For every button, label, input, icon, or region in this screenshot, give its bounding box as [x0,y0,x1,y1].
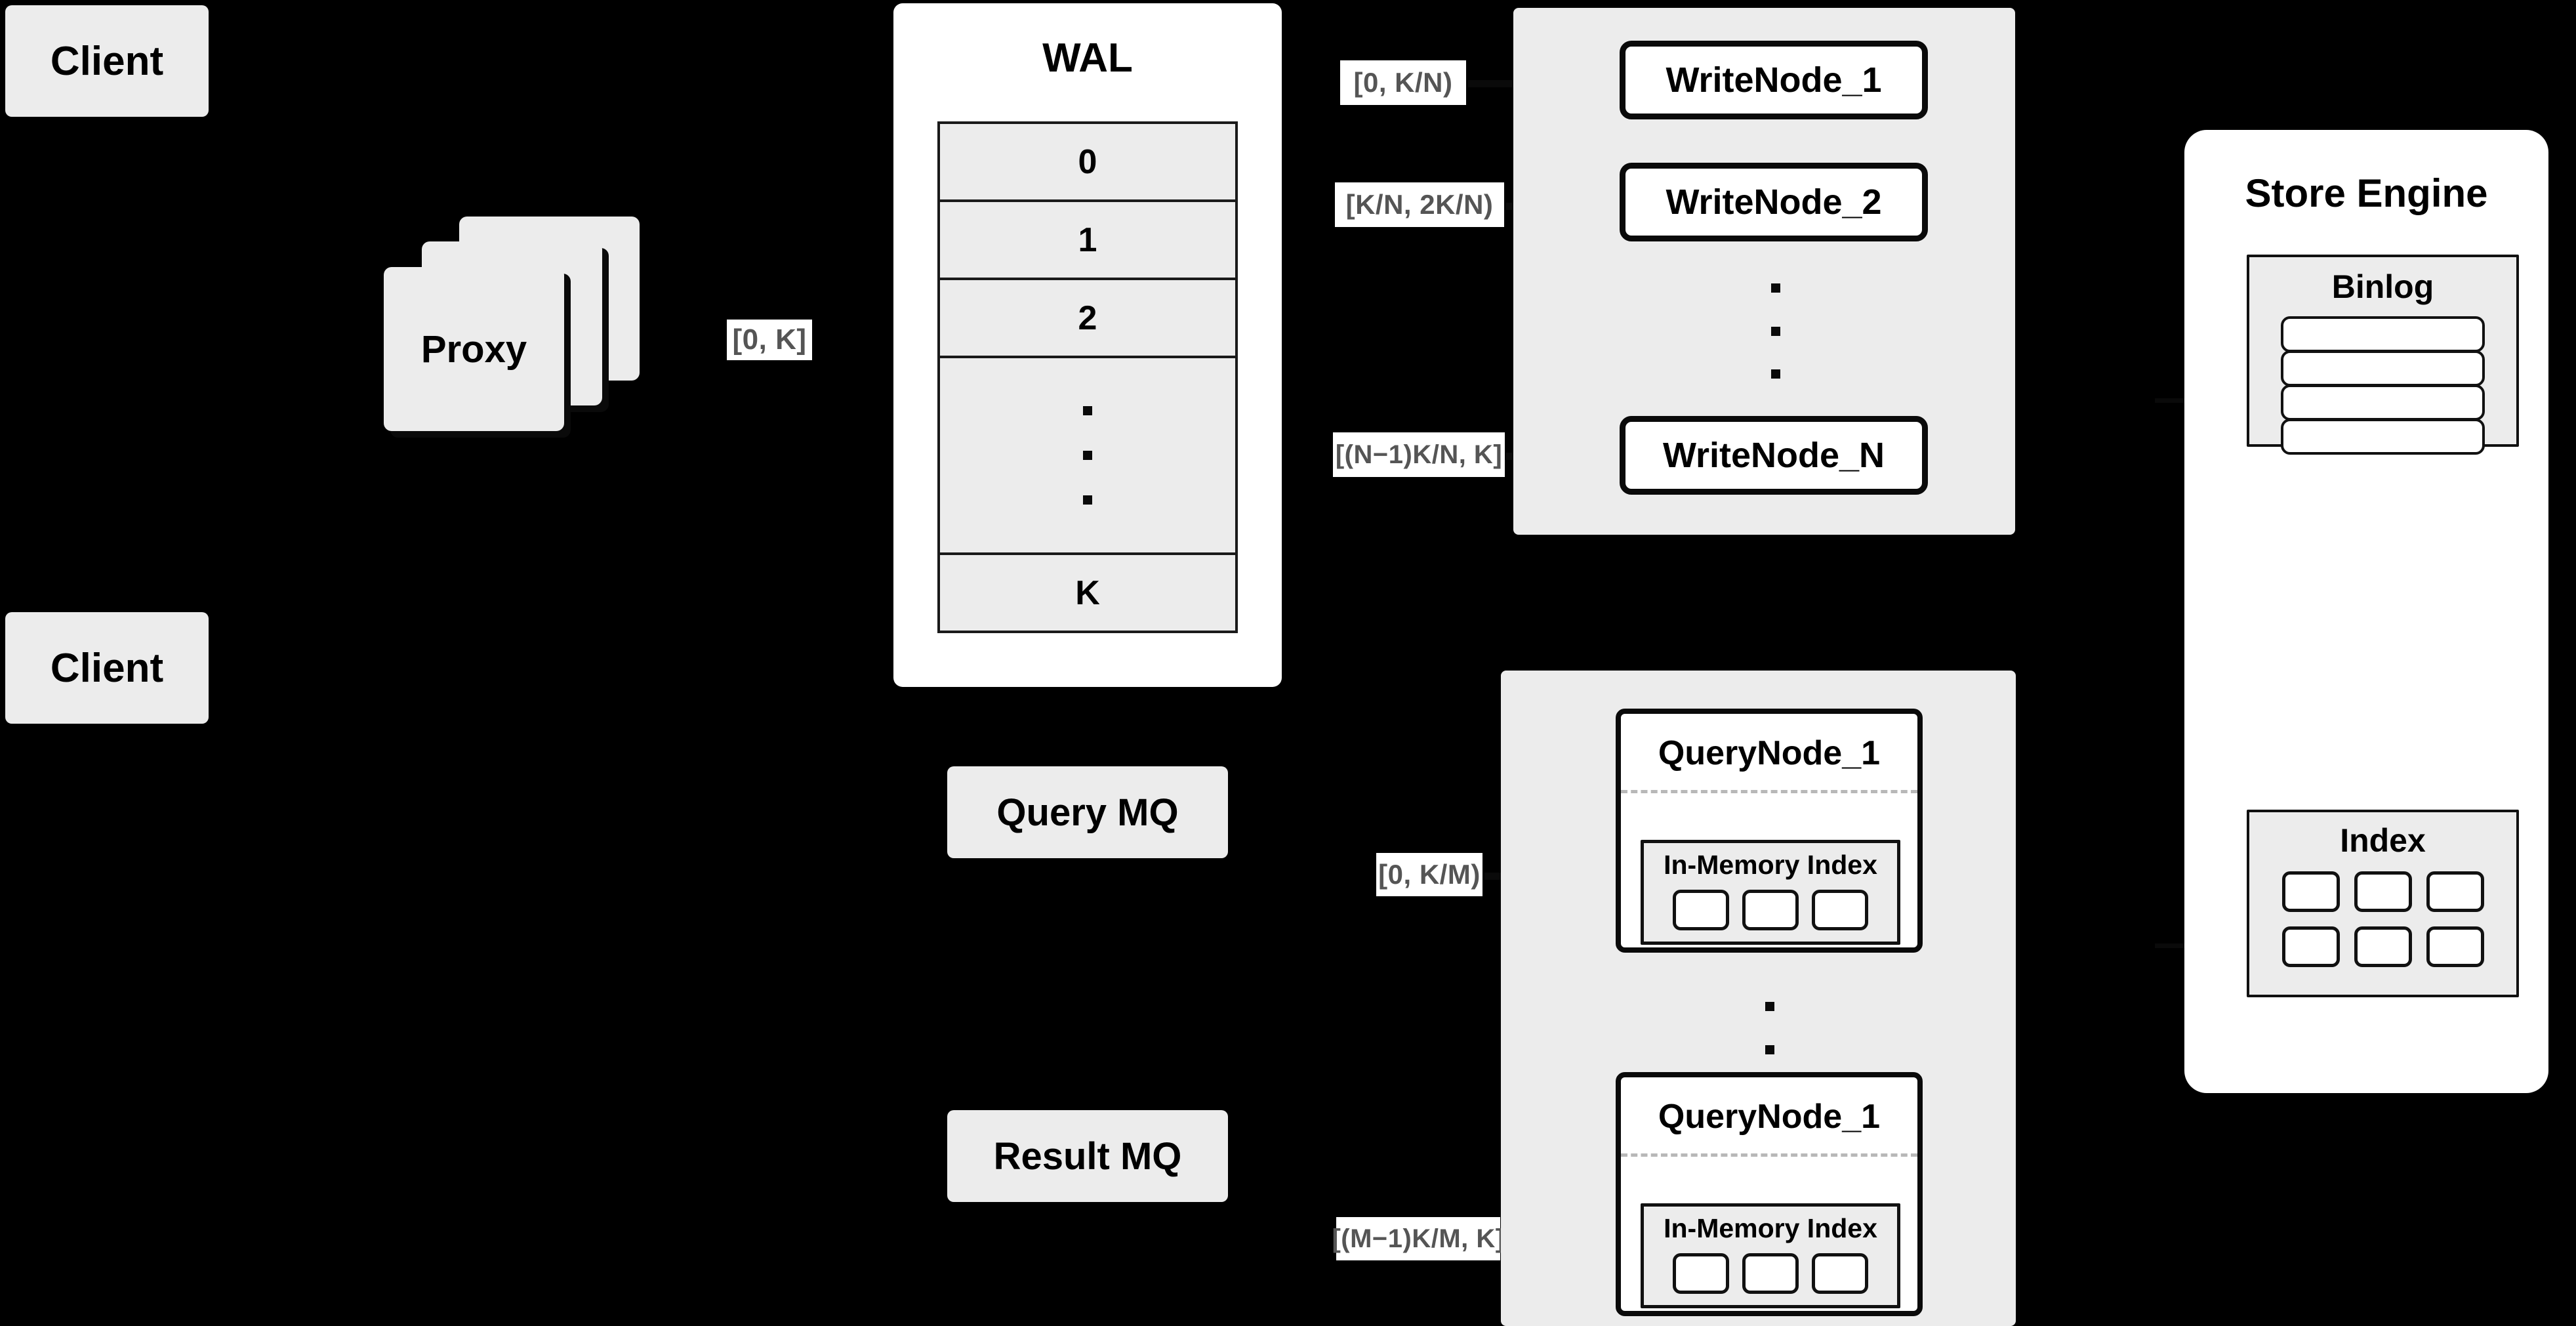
in-memory-index-2: In-Memory Index [1641,1203,1900,1308]
index-cell[interactable] [2426,871,2484,912]
query-mq-label: Query MQ [996,791,1179,834]
query-mq-box[interactable]: Query MQ [947,766,1228,858]
ellipsis-dot [1771,369,1780,379]
index-cell[interactable] [1742,890,1799,930]
result-mq-label: Result MQ [993,1134,1182,1178]
write-node-n[interactable]: WriteNode_N [1620,416,1928,495]
wal-cell-0[interactable]: 0 [937,121,1238,201]
arrow-shaft [2155,943,2194,948]
writenode-1-range-label: [0, K/N) [1340,60,1466,105]
index-panel: Index [2247,810,2519,997]
binlog-title: Binlog [2331,268,2434,305]
ellipsis-dot [1083,495,1092,505]
binlog-row[interactable] [2281,419,2485,455]
write-node-label: WriteNode_N [1662,436,1885,475]
ellipsis-dot [1765,1045,1774,1054]
index-title: Index [2340,822,2426,859]
index-cell[interactable] [1812,1253,1868,1294]
proxy-stack[interactable]: Proxy [384,217,679,431]
index-cell[interactable] [1673,890,1729,930]
result-mq-box[interactable]: Result MQ [947,1110,1228,1202]
store-engine-panel: Store Engine Binlog Index [2184,130,2548,1093]
wal-cell-ellipsis [937,357,1238,554]
proxy-card-front[interactable]: Proxy [384,267,564,431]
querynode-1-range-label: [0, K/M) [1376,853,1482,896]
write-node-group-panel: WriteNode_1 WriteNode_2 WriteNode_N [1513,8,2015,535]
client-label: Client [50,645,164,691]
query-node-group-panel: QueryNode_1 In-Memory Index QueryNode_1 … [1501,671,2016,1326]
proxy-range-label: [0, K] [727,320,812,360]
index-cell[interactable] [1673,1253,1729,1294]
query-node-label: QueryNode_1 [1658,1098,1881,1136]
wal-cell-1[interactable]: 1 [937,201,1238,279]
binlog-panel: Binlog [2247,255,2519,455]
write-node-label: WriteNode_1 [1666,60,1882,100]
in-memory-index-title: In-Memory Index [1664,850,1877,880]
index-cell[interactable] [2426,926,2484,967]
query-node-label: QueryNode_1 [1658,734,1881,772]
in-memory-index-1: In-Memory Index [1641,840,1900,945]
ellipsis-dot [1771,326,1780,336]
in-memory-index-title: In-Memory Index [1664,1213,1877,1243]
ellipsis-dot [1083,406,1092,415]
ellipsis-dot [1765,1002,1774,1011]
wal-cell-list: 0 1 2 K [937,121,1238,633]
wal-title: WAL [1042,35,1133,81]
writenode-2-range-label: [K/N, 2K/N) [1335,182,1504,227]
index-cell[interactable] [1742,1253,1799,1294]
client-box-2[interactable]: Client [5,612,209,724]
index-cell[interactable] [2281,871,2340,912]
index-cell[interactable] [1812,890,1868,930]
ellipsis-dot [1771,283,1780,293]
ellipsis-dot [1083,451,1092,460]
binlog-row[interactable] [2281,384,2485,421]
wal-panel: WAL 0 1 2 K [893,3,1282,687]
query-node-1[interactable]: QueryNode_1 In-Memory Index [1616,709,1923,953]
wal-cell-k[interactable]: K [937,554,1238,633]
query-node-divider [1621,1153,1917,1157]
wal-cell-2[interactable]: 2 [937,279,1238,357]
arrow-shaft [2155,398,2194,403]
write-node-label: WriteNode_2 [1666,182,1882,222]
client-label: Client [50,38,164,84]
index-cell[interactable] [2281,926,2340,967]
index-cell[interactable] [2354,871,2412,912]
writenode-n-range-label: [(N−1)K/N, K] [1333,432,1505,477]
proxy-label: Proxy [420,327,527,371]
binlog-row[interactable] [2281,316,2485,352]
querynode-2-range-label: [(M−1)K/M, K] [1332,1217,1504,1260]
store-engine-title: Store Engine [2245,171,2488,215]
client-box-1[interactable]: Client [5,5,209,117]
write-node-ellipsis-dots [1769,283,1782,379]
binlog-row[interactable] [2281,350,2485,386]
query-node-divider [1621,790,1917,793]
wal-ellipsis-dots [1083,406,1092,505]
query-node-2[interactable]: QueryNode_1 In-Memory Index [1616,1072,1923,1316]
write-node-1[interactable]: WriteNode_1 [1620,41,1928,119]
write-node-2[interactable]: WriteNode_2 [1620,163,1928,241]
index-cell[interactable] [2354,926,2412,967]
